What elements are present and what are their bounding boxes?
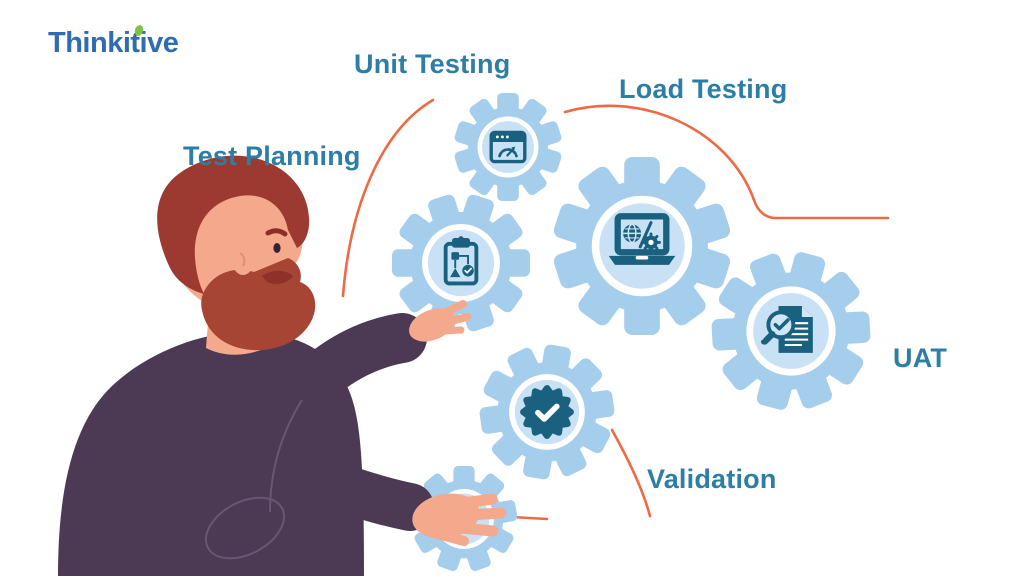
label-uat: UAT [893, 343, 948, 373]
label-test-planning: Test Planning [183, 141, 361, 171]
connector-load-testing [563, 104, 890, 220]
gear-unit-testing [454, 93, 562, 201]
person-eye [273, 243, 281, 253]
thinkitive-logo: Thinkitive [48, 24, 179, 60]
gear-validation [479, 344, 615, 480]
connector-test-planning [341, 98, 435, 298]
accent-connector-lines [341, 98, 890, 521]
person-ear-line [239, 252, 246, 267]
person-eyebrow [265, 228, 288, 237]
connector-validation [610, 428, 652, 518]
connector-dash [510, 515, 549, 521]
label-unit-testing: Unit Testing [354, 49, 511, 79]
label-load-testing: Load Testing [619, 74, 788, 104]
person-lower-arm [276, 448, 434, 531]
sweater-seam [269, 399, 303, 513]
gear-uat [711, 252, 871, 410]
label-validation: Validation [647, 464, 777, 494]
gear-load-testing [553, 157, 731, 335]
person-hand-raised [409, 300, 471, 342]
person-mustache [262, 270, 293, 284]
person-hand-lower [412, 493, 507, 546]
person-illustration [58, 155, 507, 576]
person-ear [232, 245, 254, 275]
person-raised-arm [271, 313, 427, 425]
person-hair [157, 155, 310, 294]
sweater-elbow-patch [204, 496, 286, 560]
gear-test-planning [392, 194, 530, 332]
logo-text: Thinkitive [48, 27, 179, 59]
